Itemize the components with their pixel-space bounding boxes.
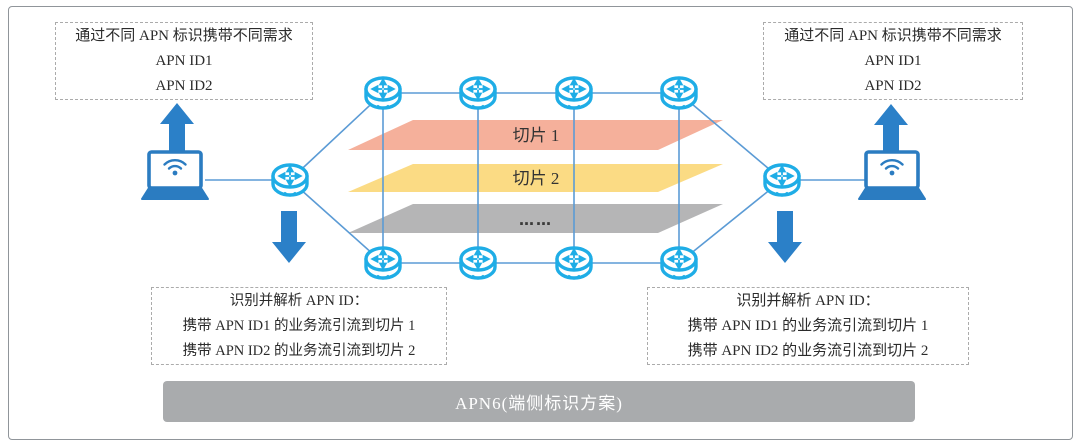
router-icon	[660, 76, 698, 111]
annotation-line: 识别并解析 APN ID：	[229, 292, 369, 309]
router-icon	[364, 246, 402, 281]
slice-layer-2	[348, 164, 723, 192]
annotation-line: 携带 APN ID2 的业务流引流到切片 2	[182, 342, 416, 359]
slice-others-label: ……	[519, 211, 553, 229]
router-icon	[271, 163, 309, 198]
annotation-box-top-left: 通过不同 APN 标识携带不同需求 APN ID1 APN ID2	[55, 22, 313, 100]
router-icon	[763, 163, 801, 198]
annotation-line: 通过不同 APN 标识携带不同需求	[784, 27, 1002, 44]
network-link-line	[678, 92, 783, 181]
annotation-line: APN ID1	[864, 52, 922, 69]
annotation-line: APN ID2	[155, 77, 213, 94]
annotation-line: 携带 APN ID1 的业务流引流到切片 1	[182, 317, 416, 334]
router-icon	[459, 76, 497, 111]
scheme-title-bar: APN6(端侧标识方案)	[163, 381, 915, 422]
annotation-line: 携带 APN ID2 的业务流引流到切片 2	[687, 342, 929, 359]
slice-layer-1	[348, 120, 723, 150]
annotation-line: 携带 APN ID1 的业务流引流到切片 1	[687, 317, 929, 334]
laptop-wifi-icon	[140, 150, 210, 201]
network-link-line	[289, 179, 384, 264]
annotation-box-bottom-right: 识别并解析 APN ID： 携带 APN ID1 的业务流引流到切片 1 携带 …	[647, 287, 969, 365]
network-link-line	[289, 92, 384, 181]
annotation-line: APN ID1	[155, 52, 213, 69]
router-icon	[459, 246, 497, 281]
router-icon	[660, 246, 698, 281]
network-link-line	[678, 179, 783, 264]
slice-layers	[348, 120, 723, 233]
flow-arrow-up-icon	[874, 104, 908, 156]
annotation-box-bottom-left: 识别并解析 APN ID： 携带 APN ID1 的业务流引流到切片 1 携带 …	[151, 287, 447, 365]
annotation-line: APN ID2	[864, 77, 922, 94]
router-icon	[555, 246, 593, 281]
slice-layer-others	[348, 204, 723, 233]
flow-arrow-up-icon	[160, 103, 194, 155]
annotation-line: 通过不同 APN 标识携带不同需求	[75, 27, 293, 44]
router-icon	[555, 76, 593, 111]
flow-arrow-down-icon	[768, 211, 802, 263]
network-links	[205, 92, 866, 264]
scheme-title-label: APN6(端侧标识方案)	[455, 394, 623, 413]
flow-arrow-down-icon	[272, 211, 306, 263]
annotation-box-top-right: 通过不同 APN 标识携带不同需求 APN ID1 APN ID2	[763, 22, 1023, 100]
slice-2-label: 切片 2	[513, 169, 560, 188]
laptop-wifi-icon	[857, 150, 927, 201]
router-icon	[364, 76, 402, 111]
slice-1-label: 切片 1	[513, 126, 560, 145]
annotation-line: 识别并解析 APN ID：	[736, 292, 880, 309]
